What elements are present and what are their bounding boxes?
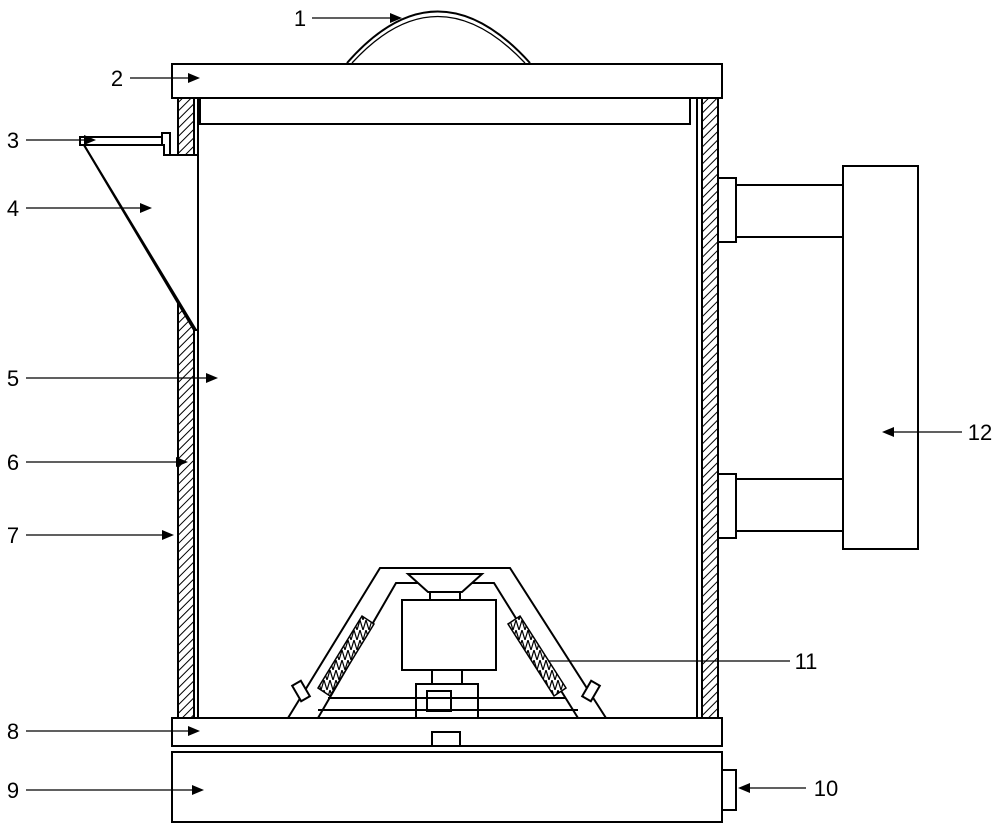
hopper xyxy=(405,573,485,593)
callout-11: 11 xyxy=(795,649,818,674)
handle xyxy=(346,10,531,64)
drawer xyxy=(171,751,723,823)
arrow-4 xyxy=(140,203,152,213)
support-frame-outer xyxy=(287,567,607,719)
callout-1: 1 xyxy=(294,6,306,31)
arrow-12 xyxy=(882,427,894,437)
callout-5: 5 xyxy=(7,366,19,391)
arrow-5 xyxy=(206,373,218,383)
pipe-bottom-flange xyxy=(717,473,737,539)
arrow-1 xyxy=(390,13,402,23)
callout-2: 2 xyxy=(111,66,123,91)
callout-10: 10 xyxy=(814,776,838,801)
pivot-left xyxy=(290,679,312,703)
right-wall-outer xyxy=(701,97,719,719)
drawer-knob xyxy=(721,769,737,811)
base-clip xyxy=(431,731,461,747)
arrow-3 xyxy=(84,135,96,145)
arrow-6 xyxy=(176,457,188,467)
pipe-top xyxy=(735,184,844,238)
lid xyxy=(171,63,723,99)
feed-chute-slope xyxy=(83,144,197,331)
motor-housing xyxy=(401,599,497,671)
pipe-bottom xyxy=(735,478,844,532)
callout-7: 7 xyxy=(7,523,19,548)
arrow-10 xyxy=(738,783,750,793)
arrow-2 xyxy=(188,73,200,83)
coupling-slot xyxy=(426,690,452,712)
motor-shaft xyxy=(431,669,463,685)
pivot-right xyxy=(580,679,602,703)
arrow-9 xyxy=(192,785,204,795)
callout-4: 4 xyxy=(7,196,19,221)
hopper-neck xyxy=(429,591,461,601)
pipe-top-flange xyxy=(717,177,737,243)
spring-right xyxy=(506,614,568,698)
spring-left xyxy=(316,614,376,698)
lid-inner-plate xyxy=(199,97,691,125)
leaders xyxy=(26,13,962,795)
callout-8: 8 xyxy=(7,719,19,744)
callout-12: 12 xyxy=(968,420,992,445)
callout-9: 9 xyxy=(7,778,19,803)
callout-3: 3 xyxy=(7,128,19,153)
handle-inner xyxy=(351,15,526,64)
callout-6: 6 xyxy=(7,450,19,475)
side-panel xyxy=(842,165,919,550)
arrow-7 xyxy=(162,530,174,540)
arrow-8 xyxy=(188,726,200,736)
